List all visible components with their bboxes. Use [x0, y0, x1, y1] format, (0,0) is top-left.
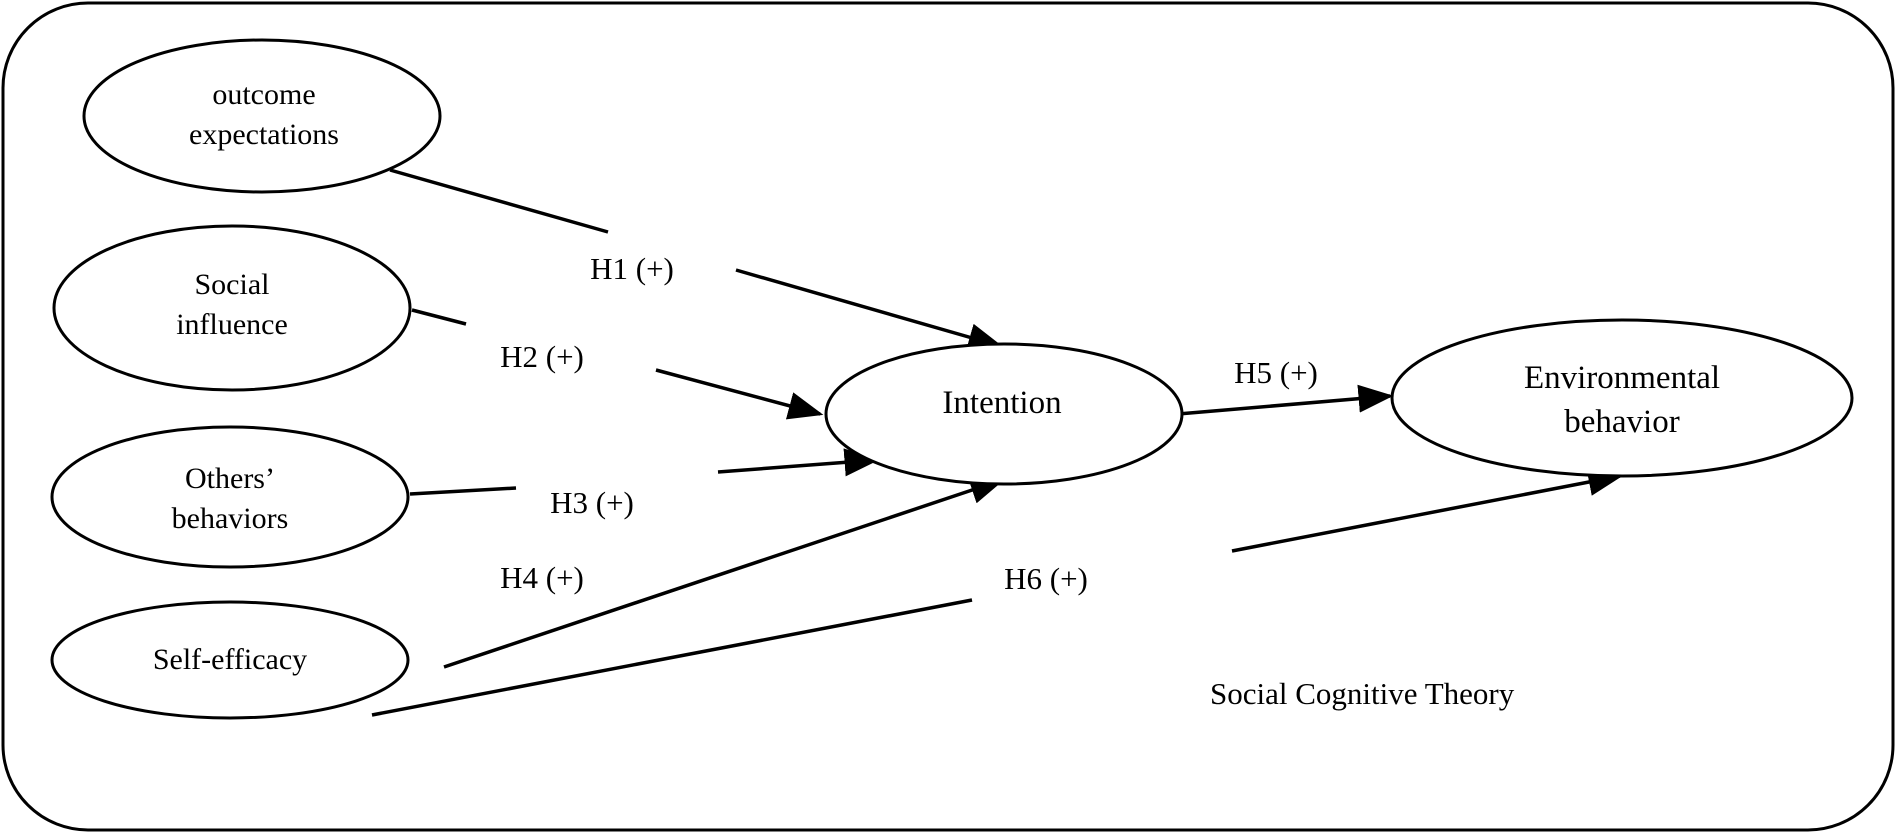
hypothesis-h4-label: H4 (+) [500, 560, 584, 595]
node-self-efficacy: Self-efficacy [50, 600, 410, 720]
node-social-influence-label-1: Social [195, 268, 270, 301]
hypothesis-h2-label: H2 (+) [500, 339, 584, 374]
node-environmental-behavior-label-2: behavior [1564, 404, 1679, 440]
node-self-efficacy-shape [50, 600, 410, 720]
edge-h3-arrow [717, 448, 880, 477]
node-outcome-expectations-label-1: outcome [212, 78, 315, 111]
node-environmental-behavior: Environmental behavior [1390, 318, 1854, 478]
edge-h6-arrow [1231, 468, 1624, 553]
node-others-behaviors-label-2: behaviors [172, 502, 289, 535]
node-others-behaviors-shape [50, 425, 410, 569]
edge-h4-arrow [443, 476, 1006, 669]
edge-h5-arrow [1177, 384, 1394, 416]
node-intention-label: Intention [942, 385, 1061, 421]
node-outcome-expectations-shape [82, 38, 442, 194]
node-self-efficacy-label: Self-efficacy [153, 643, 307, 676]
node-intention-shape [824, 342, 1184, 486]
node-environmental-behavior-shape [1390, 318, 1854, 478]
node-others-behaviors-label-1: Others’ [185, 462, 275, 495]
edge-h2-segment-a [411, 308, 467, 326]
hypothesis-labels: H1 (+) H2 (+) H3 (+) H4 (+) H5 (+) H6 (+… [500, 251, 1318, 596]
hypothesis-h5-label: H5 (+) [1234, 355, 1318, 390]
node-outcome-expectations-label-2: expectations [189, 118, 339, 151]
node-environmental-behavior-label-1: Environmental [1524, 360, 1720, 396]
node-intention: Intention [824, 342, 1184, 486]
hypothesis-h6-label: H6 (+) [1004, 561, 1088, 596]
theory-label: Social Cognitive Theory [1210, 676, 1515, 711]
node-outcome-expectations: outcome expectations [82, 38, 442, 194]
edge-h6-segment-a [371, 598, 973, 717]
hypothesis-h3-label: H3 (+) [550, 485, 634, 520]
edges [371, 168, 1624, 717]
node-social-influence: Social influence [52, 224, 412, 392]
edge-h1-segment-a [389, 168, 609, 234]
edge-h3-segment-a [409, 486, 517, 496]
node-social-influence-label-2: influence [176, 308, 288, 341]
edge-h1-arrow [735, 268, 1004, 351]
node-social-influence-shape [52, 224, 412, 392]
hypothesis-h1-label: H1 (+) [590, 251, 674, 286]
node-others-behaviors: Others’ behaviors [50, 425, 410, 569]
edge-h2-arrow [655, 368, 824, 420]
